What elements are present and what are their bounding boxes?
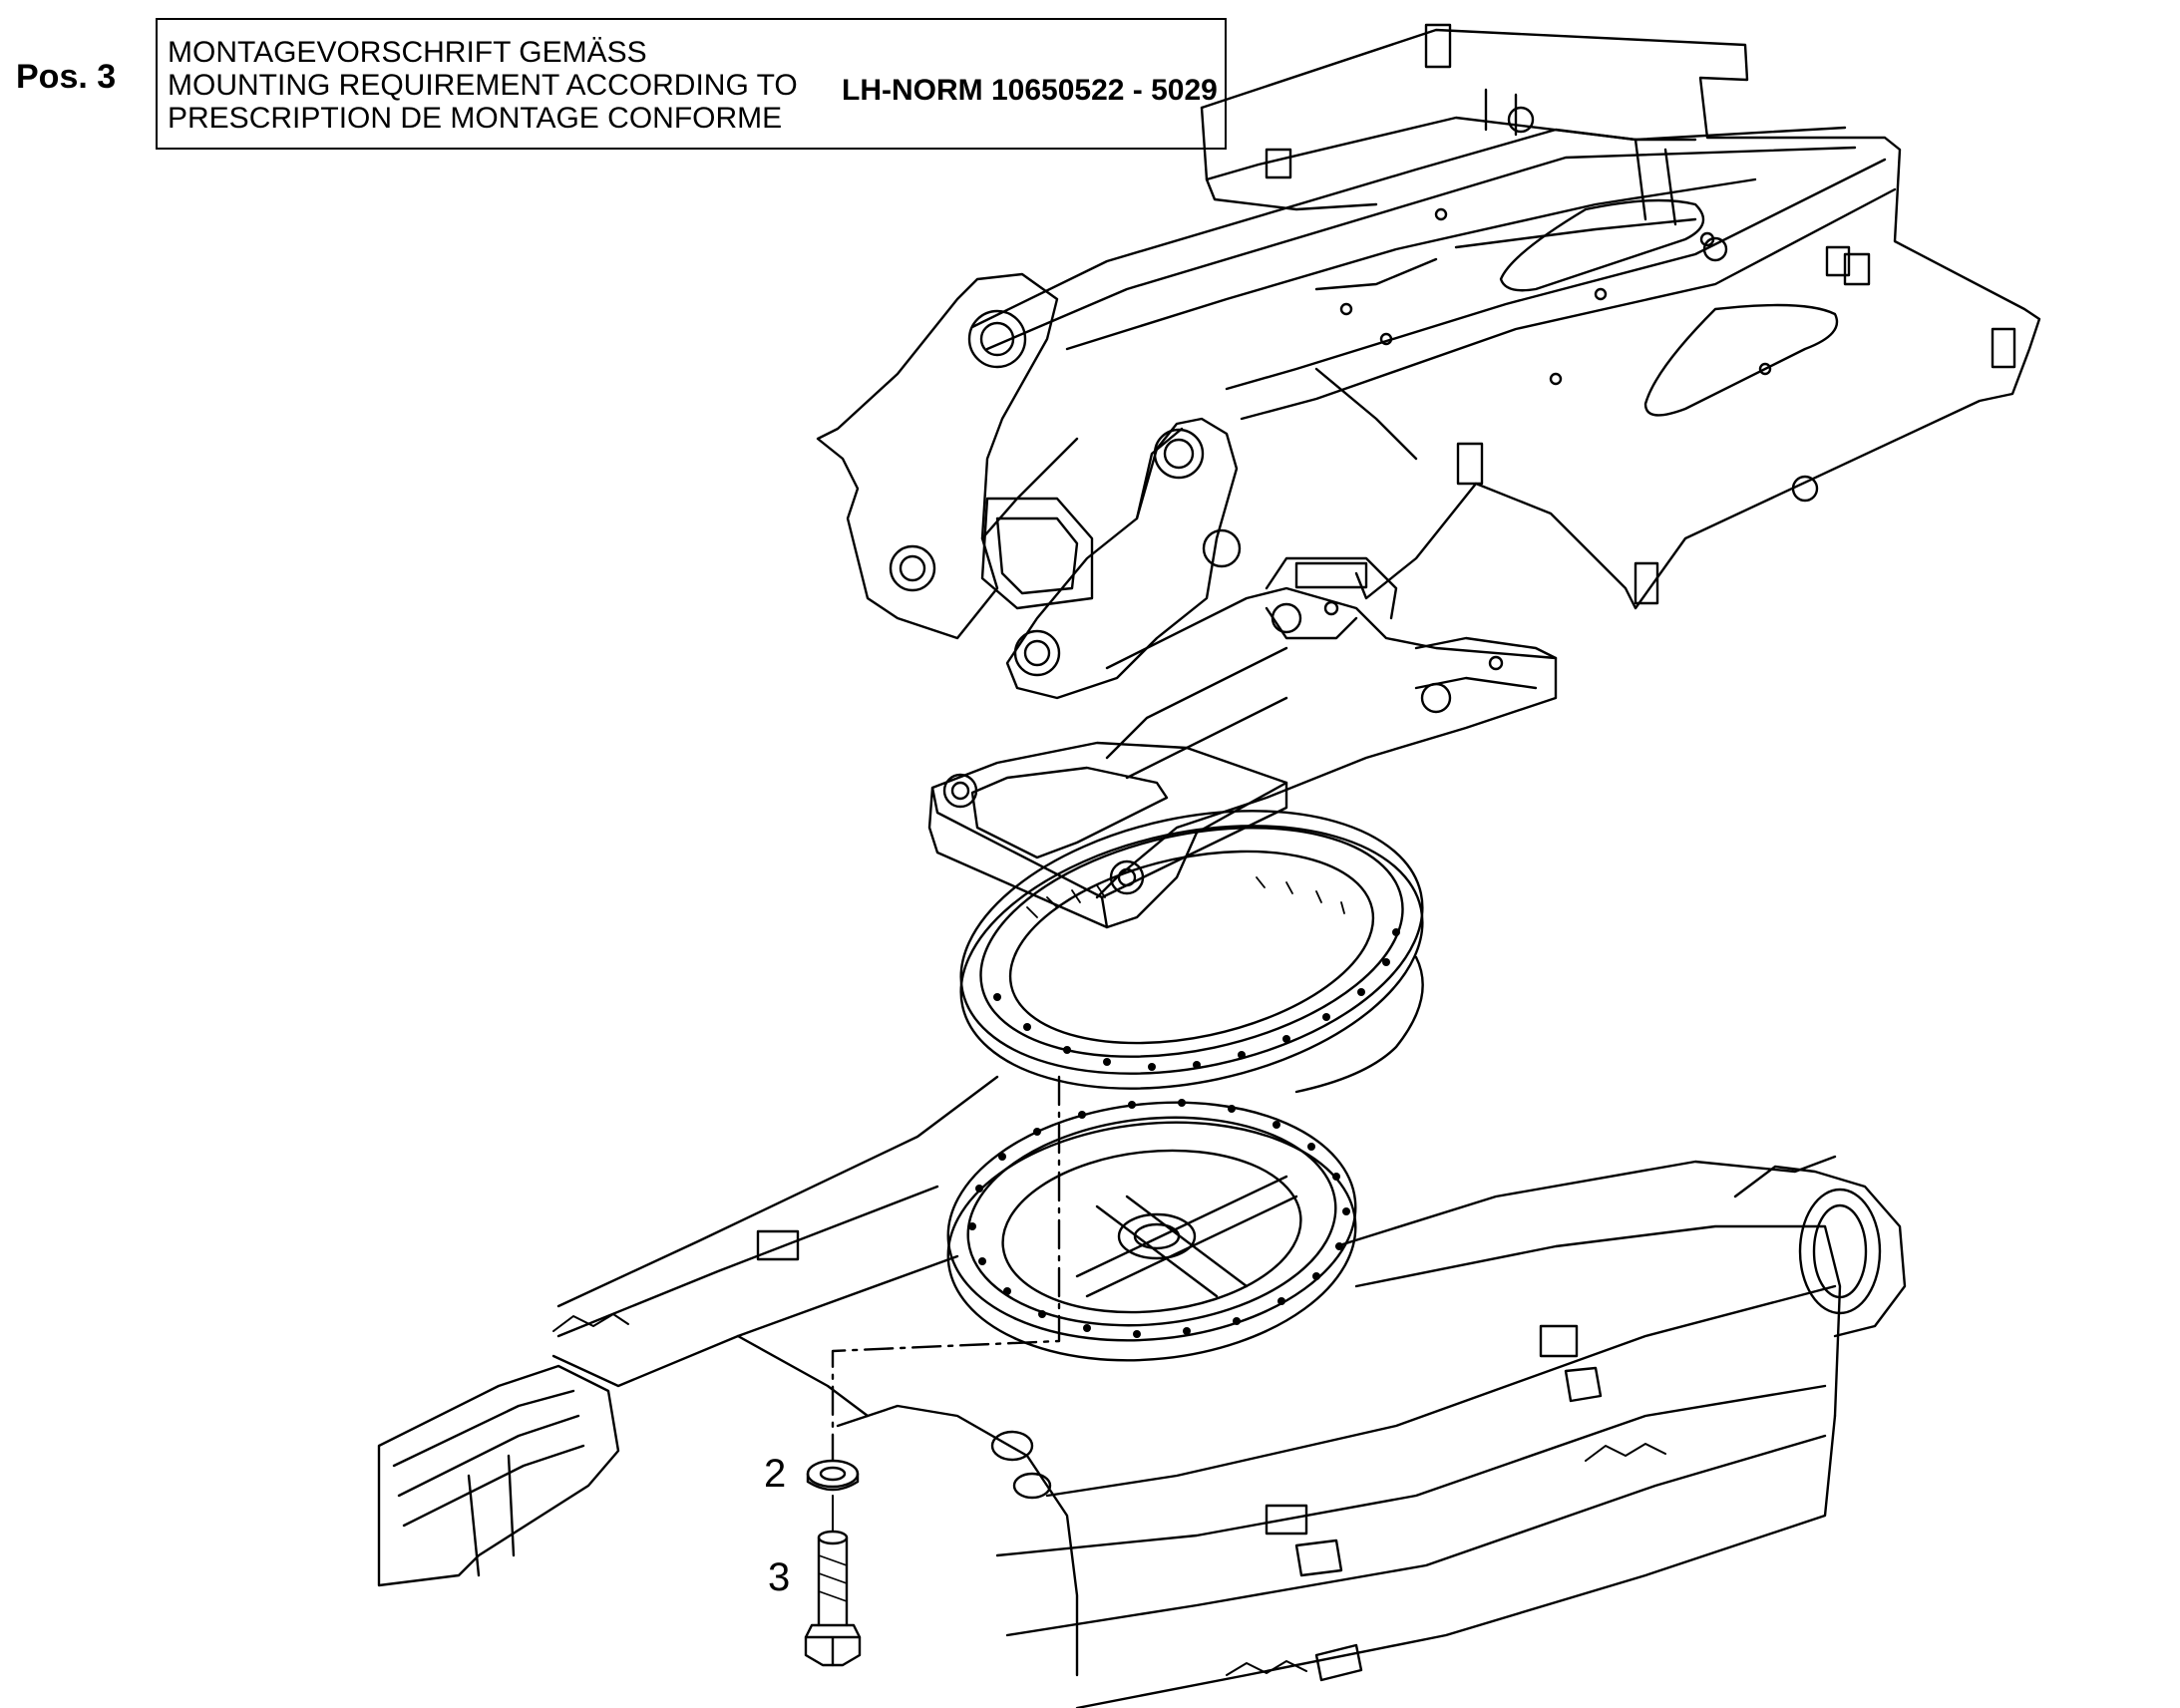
note-line-german: MONTAGEVORSCHRIFT GEMÄSS	[168, 36, 647, 69]
mounting-note-lines: MONTAGEVORSCHRIFT GEMÄSS MOUNTING REQUIR…	[168, 36, 798, 135]
callout-2: 2	[764, 1452, 787, 1496]
turntable-support-frame	[927, 646, 1288, 929]
undercarriage-ring-bolt-holes	[968, 1099, 1350, 1338]
note-line-english: MOUNTING REQUIREMENT ACCORDING TO	[168, 69, 798, 102]
track-carbody	[377, 1075, 1907, 1708]
norm-reference: LH-NORM 10650522 - 5029	[842, 74, 1218, 107]
slewing-ring-bolt-holes	[993, 928, 1400, 1071]
note-line-french: PRESCRIPTION DE MONTAGE CONFORME	[168, 102, 783, 135]
washer-part-2	[806, 1459, 860, 1492]
bolt-part-3	[804, 1530, 862, 1667]
center-cross-frame	[1095, 556, 1558, 899]
callout-3: 3	[768, 1555, 791, 1599]
mounting-requirement-box: MONTAGEVORSCHRIFT GEMÄSS MOUNTING REQUIR…	[156, 18, 1227, 150]
slewing-ring	[959, 810, 1424, 1094]
boom-mount-towers	[816, 272, 1242, 700]
assembly-axis-line	[831, 1075, 1061, 1463]
position-label: Pos. 3	[16, 58, 117, 96]
undercarriage-ring	[946, 1099, 1357, 1362]
upper-frame	[970, 23, 2041, 610]
